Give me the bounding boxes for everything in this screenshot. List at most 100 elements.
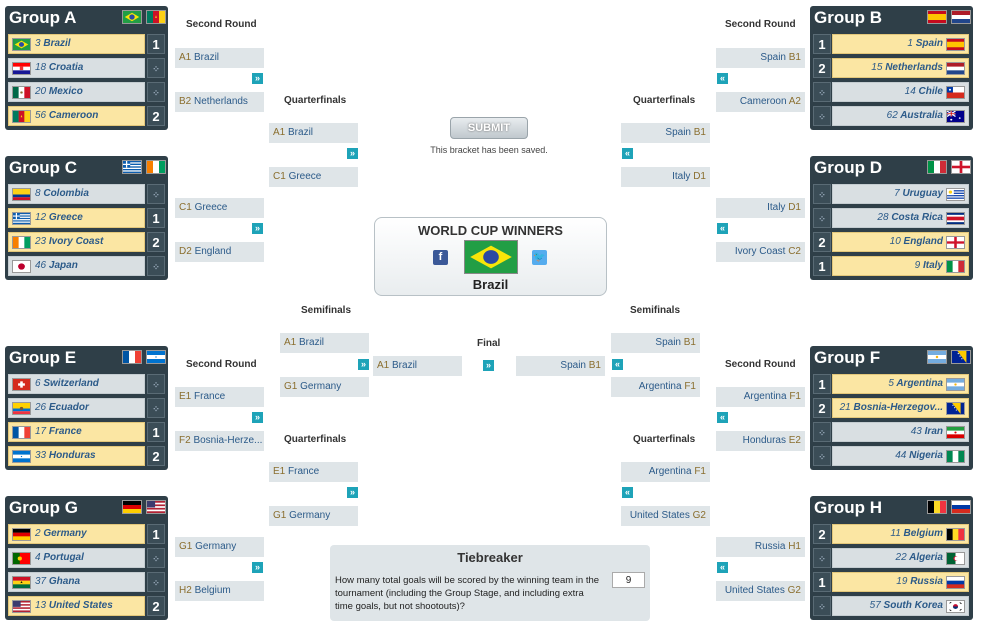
advance-left-icon[interactable]: « xyxy=(612,359,623,370)
seed-position[interactable]: 1 xyxy=(147,208,165,228)
seed-position[interactable]: 2 xyxy=(147,596,165,616)
group-team-row[interactable]: 8 Colombia⁘ xyxy=(8,184,165,204)
group-team-row[interactable]: 62 Australia⁘ xyxy=(813,106,970,126)
group-team-row[interactable]: 14 Chile⁘ xyxy=(813,82,970,102)
bracket-slot[interactable]: A1 Brazil xyxy=(280,333,369,353)
bracket-slot[interactable]: F2 Bosnia-Herze... xyxy=(175,431,264,451)
team-entry[interactable]: 18 Croatia xyxy=(8,58,145,78)
bracket-slot[interactable]: Ivory Coast C2 xyxy=(716,242,805,262)
team-entry[interactable]: 20 Mexico xyxy=(8,82,145,102)
advance-right-icon[interactable]: » xyxy=(347,148,358,159)
group-team-row[interactable]: 28 Costa Rica⁘ xyxy=(813,208,970,228)
bracket-slot[interactable]: Argentina F1 xyxy=(716,387,805,407)
team-entry[interactable]: 2 Germany xyxy=(8,524,145,544)
team-entry[interactable]: 5 Argentina xyxy=(832,374,969,394)
team-entry[interactable]: 62 Australia xyxy=(832,106,969,126)
drag-handle-icon[interactable]: ⁘ xyxy=(147,398,165,418)
group-team-row[interactable]: 44 Nigeria⁘ xyxy=(813,446,970,466)
drag-handle-icon[interactable]: ⁘ xyxy=(813,208,831,228)
drag-handle-icon[interactable]: ⁘ xyxy=(147,374,165,394)
seed-position[interactable]: 1 xyxy=(813,256,831,276)
team-entry[interactable]: 11 Belgium xyxy=(832,524,969,544)
team-entry[interactable]: 26 Ecuador xyxy=(8,398,145,418)
seed-position[interactable]: 1 xyxy=(147,34,165,54)
team-entry[interactable]: 46 Japan xyxy=(8,256,145,276)
group-team-row[interactable]: 7 Uruguay⁘ xyxy=(813,184,970,204)
twitter-icon[interactable]: 🐦 xyxy=(532,250,547,265)
group-team-row[interactable]: 22 Algeria⁘ xyxy=(813,548,970,568)
drag-handle-icon[interactable]: ⁘ xyxy=(147,572,165,592)
team-entry[interactable]: 21 Bosnia-Herzegov... xyxy=(832,398,969,418)
bracket-slot[interactable]: United States G2 xyxy=(716,581,805,601)
team-entry[interactable]: 22 Algeria xyxy=(832,548,969,568)
group-team-row[interactable]: 21 Bosnia-Herzegov...2 xyxy=(813,398,970,418)
bracket-slot[interactable]: H2 Belgium xyxy=(175,581,264,601)
team-entry[interactable]: 8 Colombia xyxy=(8,184,145,204)
facebook-icon[interactable]: f xyxy=(433,250,448,265)
team-entry[interactable]: 57 South Korea xyxy=(832,596,969,616)
drag-handle-icon[interactable]: ⁘ xyxy=(147,58,165,78)
bracket-slot[interactable]: Italy D1 xyxy=(716,198,805,218)
bracket-slot[interactable]: G1 Germany xyxy=(269,506,358,526)
advance-right-icon[interactable]: » xyxy=(252,412,263,423)
tiebreaker-goals-input[interactable] xyxy=(612,572,645,588)
bracket-slot[interactable]: Spain B1 xyxy=(611,333,700,353)
team-entry[interactable]: 28 Costa Rica xyxy=(832,208,969,228)
group-team-row[interactable]: 46 Japan⁘ xyxy=(8,256,165,276)
team-entry[interactable]: 3 Brazil xyxy=(8,34,145,54)
bracket-slot[interactable]: Spain B1 xyxy=(516,356,605,376)
advance-right-icon[interactable]: » xyxy=(252,73,263,84)
seed-position[interactable]: 1 xyxy=(813,572,831,592)
team-entry[interactable]: 19 Russia xyxy=(832,572,969,592)
seed-position[interactable]: 2 xyxy=(147,232,165,252)
advance-right-icon[interactable]: » xyxy=(252,562,263,573)
group-team-row[interactable]: 26 Ecuador⁘ xyxy=(8,398,165,418)
bracket-slot[interactable]: Russia H1 xyxy=(716,537,805,557)
bracket-slot[interactable]: G1 Germany xyxy=(175,537,264,557)
seed-position[interactable]: 2 xyxy=(813,524,831,544)
drag-handle-icon[interactable]: ⁘ xyxy=(813,422,831,442)
advance-left-icon[interactable]: « xyxy=(622,148,633,159)
bracket-slot[interactable]: Honduras E2 xyxy=(716,431,805,451)
bracket-slot[interactable]: C1 Greece xyxy=(175,198,264,218)
bracket-slot[interactable]: A1 Brazil xyxy=(373,356,462,376)
group-team-row[interactable]: 43 Iran⁘ xyxy=(813,422,970,442)
team-entry[interactable]: 15 Netherlands xyxy=(832,58,969,78)
advance-right-icon[interactable]: » xyxy=(252,223,263,234)
team-entry[interactable]: 9 Italy xyxy=(832,256,969,276)
seed-position[interactable]: 2 xyxy=(147,106,165,126)
team-entry[interactable]: 56 Cameroon xyxy=(8,106,145,126)
drag-handle-icon[interactable]: ⁘ xyxy=(147,256,165,276)
group-team-row[interactable]: 20 Mexico⁘ xyxy=(8,82,165,102)
drag-handle-icon[interactable]: ⁘ xyxy=(147,82,165,102)
team-entry[interactable]: 17 France xyxy=(8,422,145,442)
group-team-row[interactable]: 18 Croatia⁘ xyxy=(8,58,165,78)
bracket-slot[interactable]: C1 Greece xyxy=(269,167,358,187)
advance-left-icon[interactable]: « xyxy=(622,487,633,498)
advance-right-icon[interactable]: » xyxy=(483,360,494,371)
drag-handle-icon[interactable]: ⁘ xyxy=(813,82,831,102)
advance-right-icon[interactable]: » xyxy=(358,359,369,370)
advance-left-icon[interactable]: « xyxy=(717,73,728,84)
seed-position[interactable]: 2 xyxy=(813,232,831,252)
team-entry[interactable]: 6 Switzerland xyxy=(8,374,145,394)
bracket-slot[interactable]: Spain B1 xyxy=(621,123,710,143)
drag-handle-icon[interactable]: ⁘ xyxy=(813,184,831,204)
seed-position[interactable]: 2 xyxy=(813,398,831,418)
group-team-row[interactable]: 4 Portugal⁘ xyxy=(8,548,165,568)
drag-handle-icon[interactable]: ⁘ xyxy=(147,184,165,204)
drag-handle-icon[interactable]: ⁘ xyxy=(813,548,831,568)
advance-left-icon[interactable]: « xyxy=(717,223,728,234)
